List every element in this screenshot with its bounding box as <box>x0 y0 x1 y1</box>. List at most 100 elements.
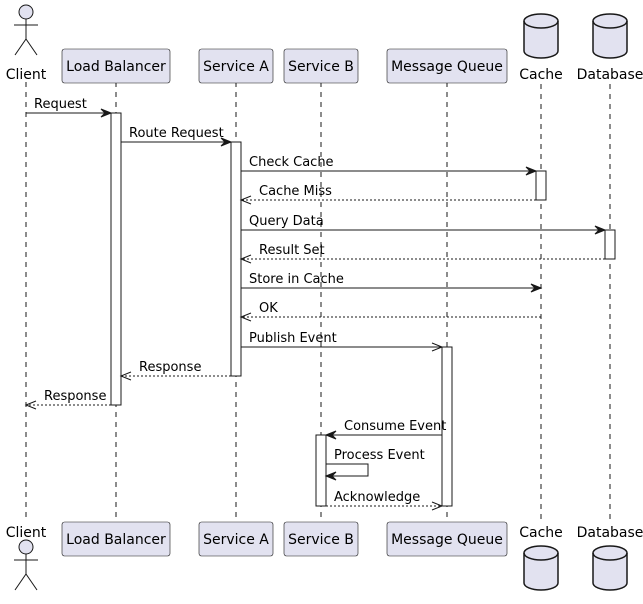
participant-label: Load Balancer <box>66 59 166 75</box>
participant-top-mq: Message Queue <box>386 48 508 84</box>
arrowhead <box>324 471 337 481</box>
arrowhead <box>324 430 337 440</box>
arrowhead <box>119 371 132 381</box>
message-6: Result Set <box>239 243 605 264</box>
participant-label: Service A <box>203 59 269 75</box>
actor-top-client <box>14 4 38 56</box>
activation-bar-svcB <box>315 434 327 507</box>
database-rim <box>592 20 628 29</box>
participant-label: Client <box>6 525 47 541</box>
actor-leg-left <box>14 38 27 56</box>
arrowhead-async <box>431 342 444 352</box>
message-label: Route Request <box>129 126 224 141</box>
actor-head-icon <box>18 4 34 20</box>
message-label: Response <box>139 360 201 375</box>
arrowhead <box>239 312 252 322</box>
arrowhead <box>530 283 543 293</box>
message-4: Cache Miss <box>239 184 536 205</box>
participant-label: Message Queue <box>391 59 503 75</box>
message-9: Publish Event <box>241 331 444 352</box>
participant-label: Client <box>6 67 47 83</box>
database-top-cache <box>523 13 559 59</box>
participant-box <box>283 521 359 557</box>
actor-leg-right <box>25 573 38 591</box>
participant-bottom-svcA: Service A <box>198 521 274 557</box>
actor-leg-left <box>14 573 27 591</box>
database-rim <box>592 552 628 561</box>
database-cylinder-icon <box>523 13 559 59</box>
arrowhead <box>239 195 252 205</box>
arrowhead <box>525 166 538 176</box>
database-rim <box>523 20 559 29</box>
participant-box <box>386 48 508 84</box>
database-cylinder-icon <box>592 13 628 59</box>
arrowhead <box>100 108 113 118</box>
participant-label: Cache <box>519 67 563 83</box>
message-11: Response <box>24 389 111 410</box>
database-bottom-db <box>592 545 628 591</box>
message-2: Route Request <box>121 126 233 147</box>
message-3: Check Cache <box>241 155 538 176</box>
message-10: Response <box>119 360 231 381</box>
message-label: Store in Cache <box>249 272 344 287</box>
participant-bottom-lb: Load Balancer <box>61 521 171 557</box>
participant-box <box>198 48 274 84</box>
arrowhead <box>24 400 37 410</box>
participant-label: Service B <box>288 532 354 548</box>
arrowhead <box>594 225 607 235</box>
participant-box <box>61 48 171 84</box>
activation-bar-mq <box>441 346 453 507</box>
participant-box <box>198 521 274 557</box>
participant-label: Cache <box>519 525 563 541</box>
activation-bar-cache <box>535 170 547 201</box>
participant-box <box>61 521 171 557</box>
database-top-db <box>592 13 628 59</box>
actor-bottom-client <box>14 539 38 591</box>
message-label: Process Event <box>334 448 425 463</box>
message-line <box>326 463 369 477</box>
participant-label: Database <box>577 67 643 83</box>
message-label: Request <box>34 97 87 112</box>
arrowhead <box>220 137 233 147</box>
participant-top-svcB: Service B <box>283 48 359 84</box>
activation-bar-lb <box>110 112 122 406</box>
message-label: Check Cache <box>249 155 334 170</box>
message-8: OK <box>239 301 541 322</box>
message-1: Request <box>26 97 113 118</box>
message-label: Response <box>44 389 106 404</box>
activation-bar-db <box>604 229 616 260</box>
actor-leg-right <box>25 38 38 56</box>
database-bottom-cache <box>523 545 559 591</box>
participant-top-lb: Load Balancer <box>61 48 171 84</box>
database-cylinder-icon <box>523 545 559 591</box>
participant-bottom-svcB: Service B <box>283 521 359 557</box>
participant-box <box>283 48 359 84</box>
database-cylinder-icon <box>592 545 628 591</box>
participant-label: Database <box>577 525 643 541</box>
database-rim <box>523 552 559 561</box>
participant-label: Service B <box>288 59 354 75</box>
participant-bottom-mq: Message Queue <box>386 521 508 557</box>
message-label: Acknowledge <box>334 490 420 505</box>
message-label: OK <box>259 301 278 316</box>
message-label: Cache Miss <box>259 184 332 199</box>
message-label: Consume Event <box>344 419 446 434</box>
arrowhead <box>431 501 444 511</box>
participant-top-svcA: Service A <box>198 48 274 84</box>
message-14: Acknowledge <box>326 490 444 511</box>
actor-head-icon <box>18 539 34 555</box>
message-label: Result Set <box>259 243 325 258</box>
message-7: Store in Cache <box>241 272 543 293</box>
message-label: Publish Event <box>249 331 337 346</box>
participant-label: Service A <box>203 532 269 548</box>
participant-label: Message Queue <box>391 532 503 548</box>
arrowhead <box>239 254 252 264</box>
participant-label: Load Balancer <box>66 532 166 548</box>
activation-bar-svcA <box>230 141 242 377</box>
message-label: Query Data <box>249 214 324 229</box>
message-12: Consume Event <box>324 419 446 440</box>
message-5: Query Data <box>241 214 607 235</box>
message-13: Process Event <box>324 448 425 481</box>
participant-box <box>386 521 508 557</box>
